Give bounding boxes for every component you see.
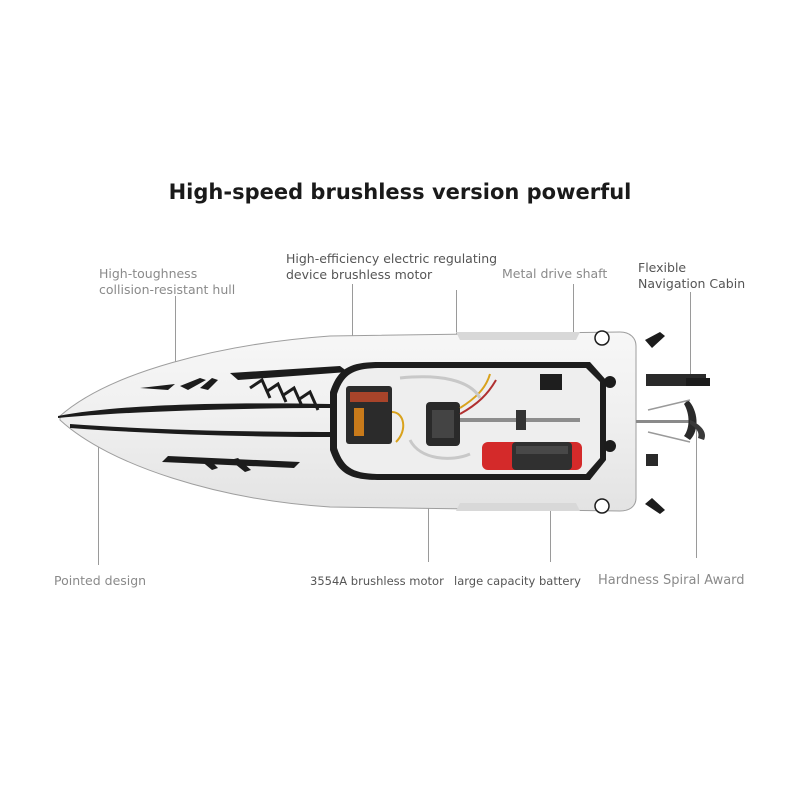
label-cabin: Flexible Navigation Cabin [638,260,745,292]
transom-vent-top [604,376,616,388]
hull-stripe-lower [162,456,300,468]
label-cabin-line-2: Navigation Cabin [638,276,746,291]
hull-chevron-1 [140,384,175,390]
label-esc-line-2: device brushless motor [286,267,433,282]
servo [540,374,562,390]
hull-chevron-4 [200,458,218,470]
transom-vent-bottom [604,440,616,452]
hull-chevron-2 [180,378,206,390]
label-pointed: Pointed design [54,573,147,588]
propeller [684,400,697,440]
leader-cabin [690,292,691,380]
label-hull-line-2: collision-resistant hull [99,282,236,297]
hull-stripe-bottom [70,424,330,437]
hull-chevron-5 [230,458,251,472]
label-motor: 3554A brushless motor [310,574,444,588]
hull-stripe-upper [230,366,348,380]
label-esc-line-1: High-efficiency electric regulating [286,251,498,266]
label-cabin-line-1: Flexible [638,260,687,275]
label-spiral: Hardness Spiral Award [598,573,745,588]
label-hull: High-toughness collision-resistant hull [99,266,235,298]
label-esc: High-efficiency electric regulating devi… [286,251,497,283]
trim-tab-top [645,332,665,348]
prop-shaft [636,420,696,423]
label-shaft: Metal drive shaft [502,266,608,281]
hull-stripe-top [58,403,330,418]
arrow-wordmark [249,377,320,411]
leader-pointed [98,440,99,565]
label-hull-line-1: High-toughness [99,266,198,281]
leader-spiral [696,426,697,558]
number-badge-top [594,330,610,346]
number-badge-bottom [594,498,610,514]
hull-chevron-3 [200,378,218,390]
label-battery: large capacity battery [454,574,581,588]
leader-battery [550,470,551,562]
page-title: High-speed brushless version powerful [168,180,632,204]
leader-hull [175,296,176,396]
trim-tab-bottom [645,498,665,514]
